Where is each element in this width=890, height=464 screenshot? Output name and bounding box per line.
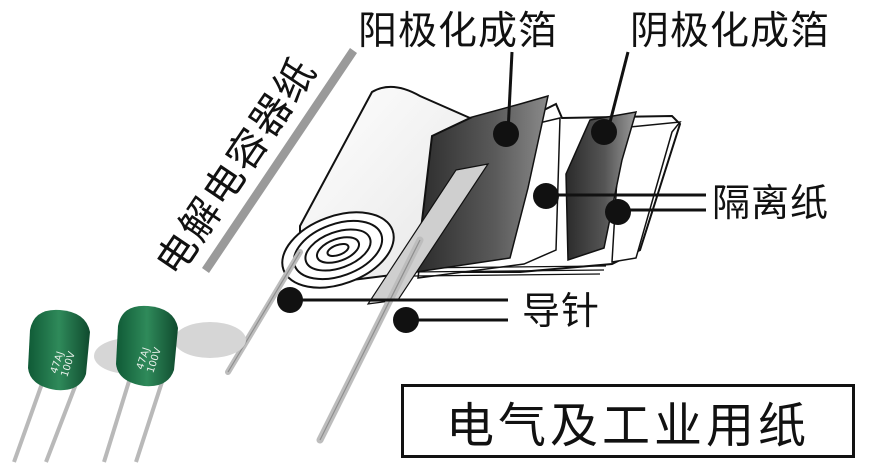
anode-foil-label: 阳极化成箔 <box>358 9 559 54</box>
separator-label: 隔离纸 <box>712 181 830 225</box>
lead-pin-label: 导针 <box>522 289 601 333</box>
capacitor-2 <box>102 305 178 463</box>
label-underline-bar <box>202 48 357 273</box>
cathode-foil-shape <box>565 111 638 262</box>
leader-dots <box>277 119 631 333</box>
capacitor-1 <box>12 309 90 463</box>
capacitor-shadow <box>174 322 246 358</box>
leader-lines <box>290 51 706 322</box>
cathode-foil-label: 阴极化成箔 <box>630 9 831 54</box>
title-box: 电气及工业用纸 <box>401 384 855 458</box>
page-title: 电气及工业用纸 <box>445 398 810 454</box>
